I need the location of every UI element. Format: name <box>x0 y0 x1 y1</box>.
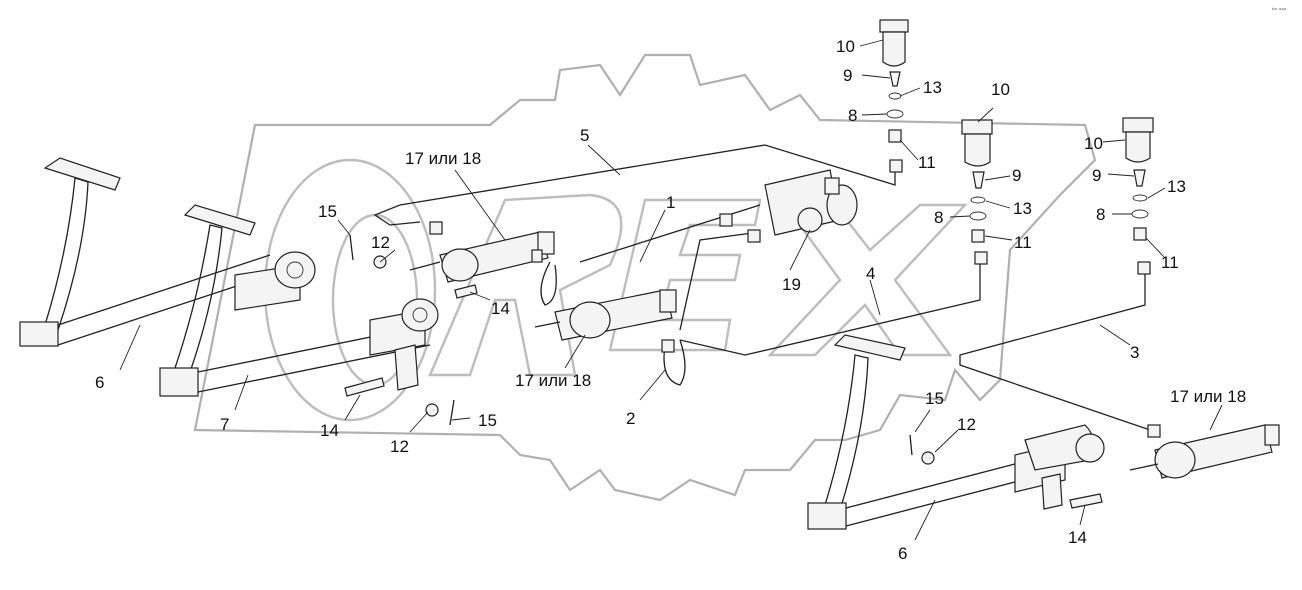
callout-9-right: 9 <box>1092 166 1101 185</box>
callout-11-middle: 11 <box>1014 233 1032 252</box>
callout-8-top: 8 <box>848 106 857 125</box>
callout-12-right: 12 <box>957 415 976 434</box>
callout-6-right: 6 <box>898 544 907 563</box>
callout-15-left: 15 <box>318 202 337 221</box>
callout-6-left: 6 <box>95 373 104 392</box>
gear-watermark <box>193 53 1097 502</box>
callout-3: 3 <box>1130 343 1139 362</box>
fittings <box>344 159 1151 426</box>
callout-10-middle: 10 <box>991 80 1010 99</box>
callout-7: 7 <box>220 415 229 434</box>
callout-labels: 10 9 13 8 11 10 9 8 13 11 10 9 13 8 11 1… <box>95 7 1286 563</box>
callout-15-right: 15 <box>925 389 944 408</box>
pedal-7 <box>159 204 431 397</box>
master-cylinder-right <box>1129 424 1280 479</box>
callout-9-middle: 9 <box>1012 166 1021 185</box>
pedal-6-right <box>807 334 1105 530</box>
reservoir-middle <box>961 119 993 243</box>
corner-code: ᵇᵉ ᵃᵃᵃ <box>1272 7 1286 14</box>
callout-10-right: 10 <box>1084 134 1103 153</box>
callout-17-18-right: 17 или 18 <box>1170 387 1246 406</box>
callout-15-lower: 15 <box>478 411 497 430</box>
callout-8-right: 8 <box>1096 205 1105 224</box>
valve-block-19 <box>764 169 858 236</box>
callout-12-left: 12 <box>371 233 390 252</box>
callout-13-middle: 13 <box>1013 199 1032 218</box>
callout-9-top: 9 <box>843 66 852 85</box>
reservoir-top <box>879 19 909 143</box>
callout-14-left: 14 <box>491 299 510 318</box>
callout-11-right: 11 <box>1161 253 1179 272</box>
pedal-6-left <box>19 157 271 347</box>
lever-brackets <box>234 251 439 391</box>
callout-17-18-upper: 17 или 18 <box>405 149 481 168</box>
callout-13-top: 13 <box>923 78 942 97</box>
leader-lines <box>119 39 1223 541</box>
hydraulic-pipes <box>373 144 1151 431</box>
callout-14-right: 14 <box>1068 528 1087 547</box>
callout-8-middle: 8 <box>934 208 943 227</box>
callout-4: 4 <box>866 264 875 283</box>
callout-10-top: 10 <box>836 37 855 56</box>
callout-5: 5 <box>580 126 589 145</box>
callout-12-lower: 12 <box>390 437 409 456</box>
callout-19: 19 <box>782 275 801 294</box>
master-cylinder-upper <box>409 231 555 283</box>
master-cylinder-lower <box>534 289 677 341</box>
callout-13-right: 13 <box>1167 177 1186 196</box>
callout-17-18-lower: 17 или 18 <box>515 371 591 390</box>
reservoir-right <box>1122 117 1154 241</box>
callout-1: 1 <box>666 193 675 212</box>
callout-11-top: 11 <box>918 153 936 172</box>
callout-2: 2 <box>626 409 635 428</box>
callout-14-lower: 14 <box>320 421 339 440</box>
